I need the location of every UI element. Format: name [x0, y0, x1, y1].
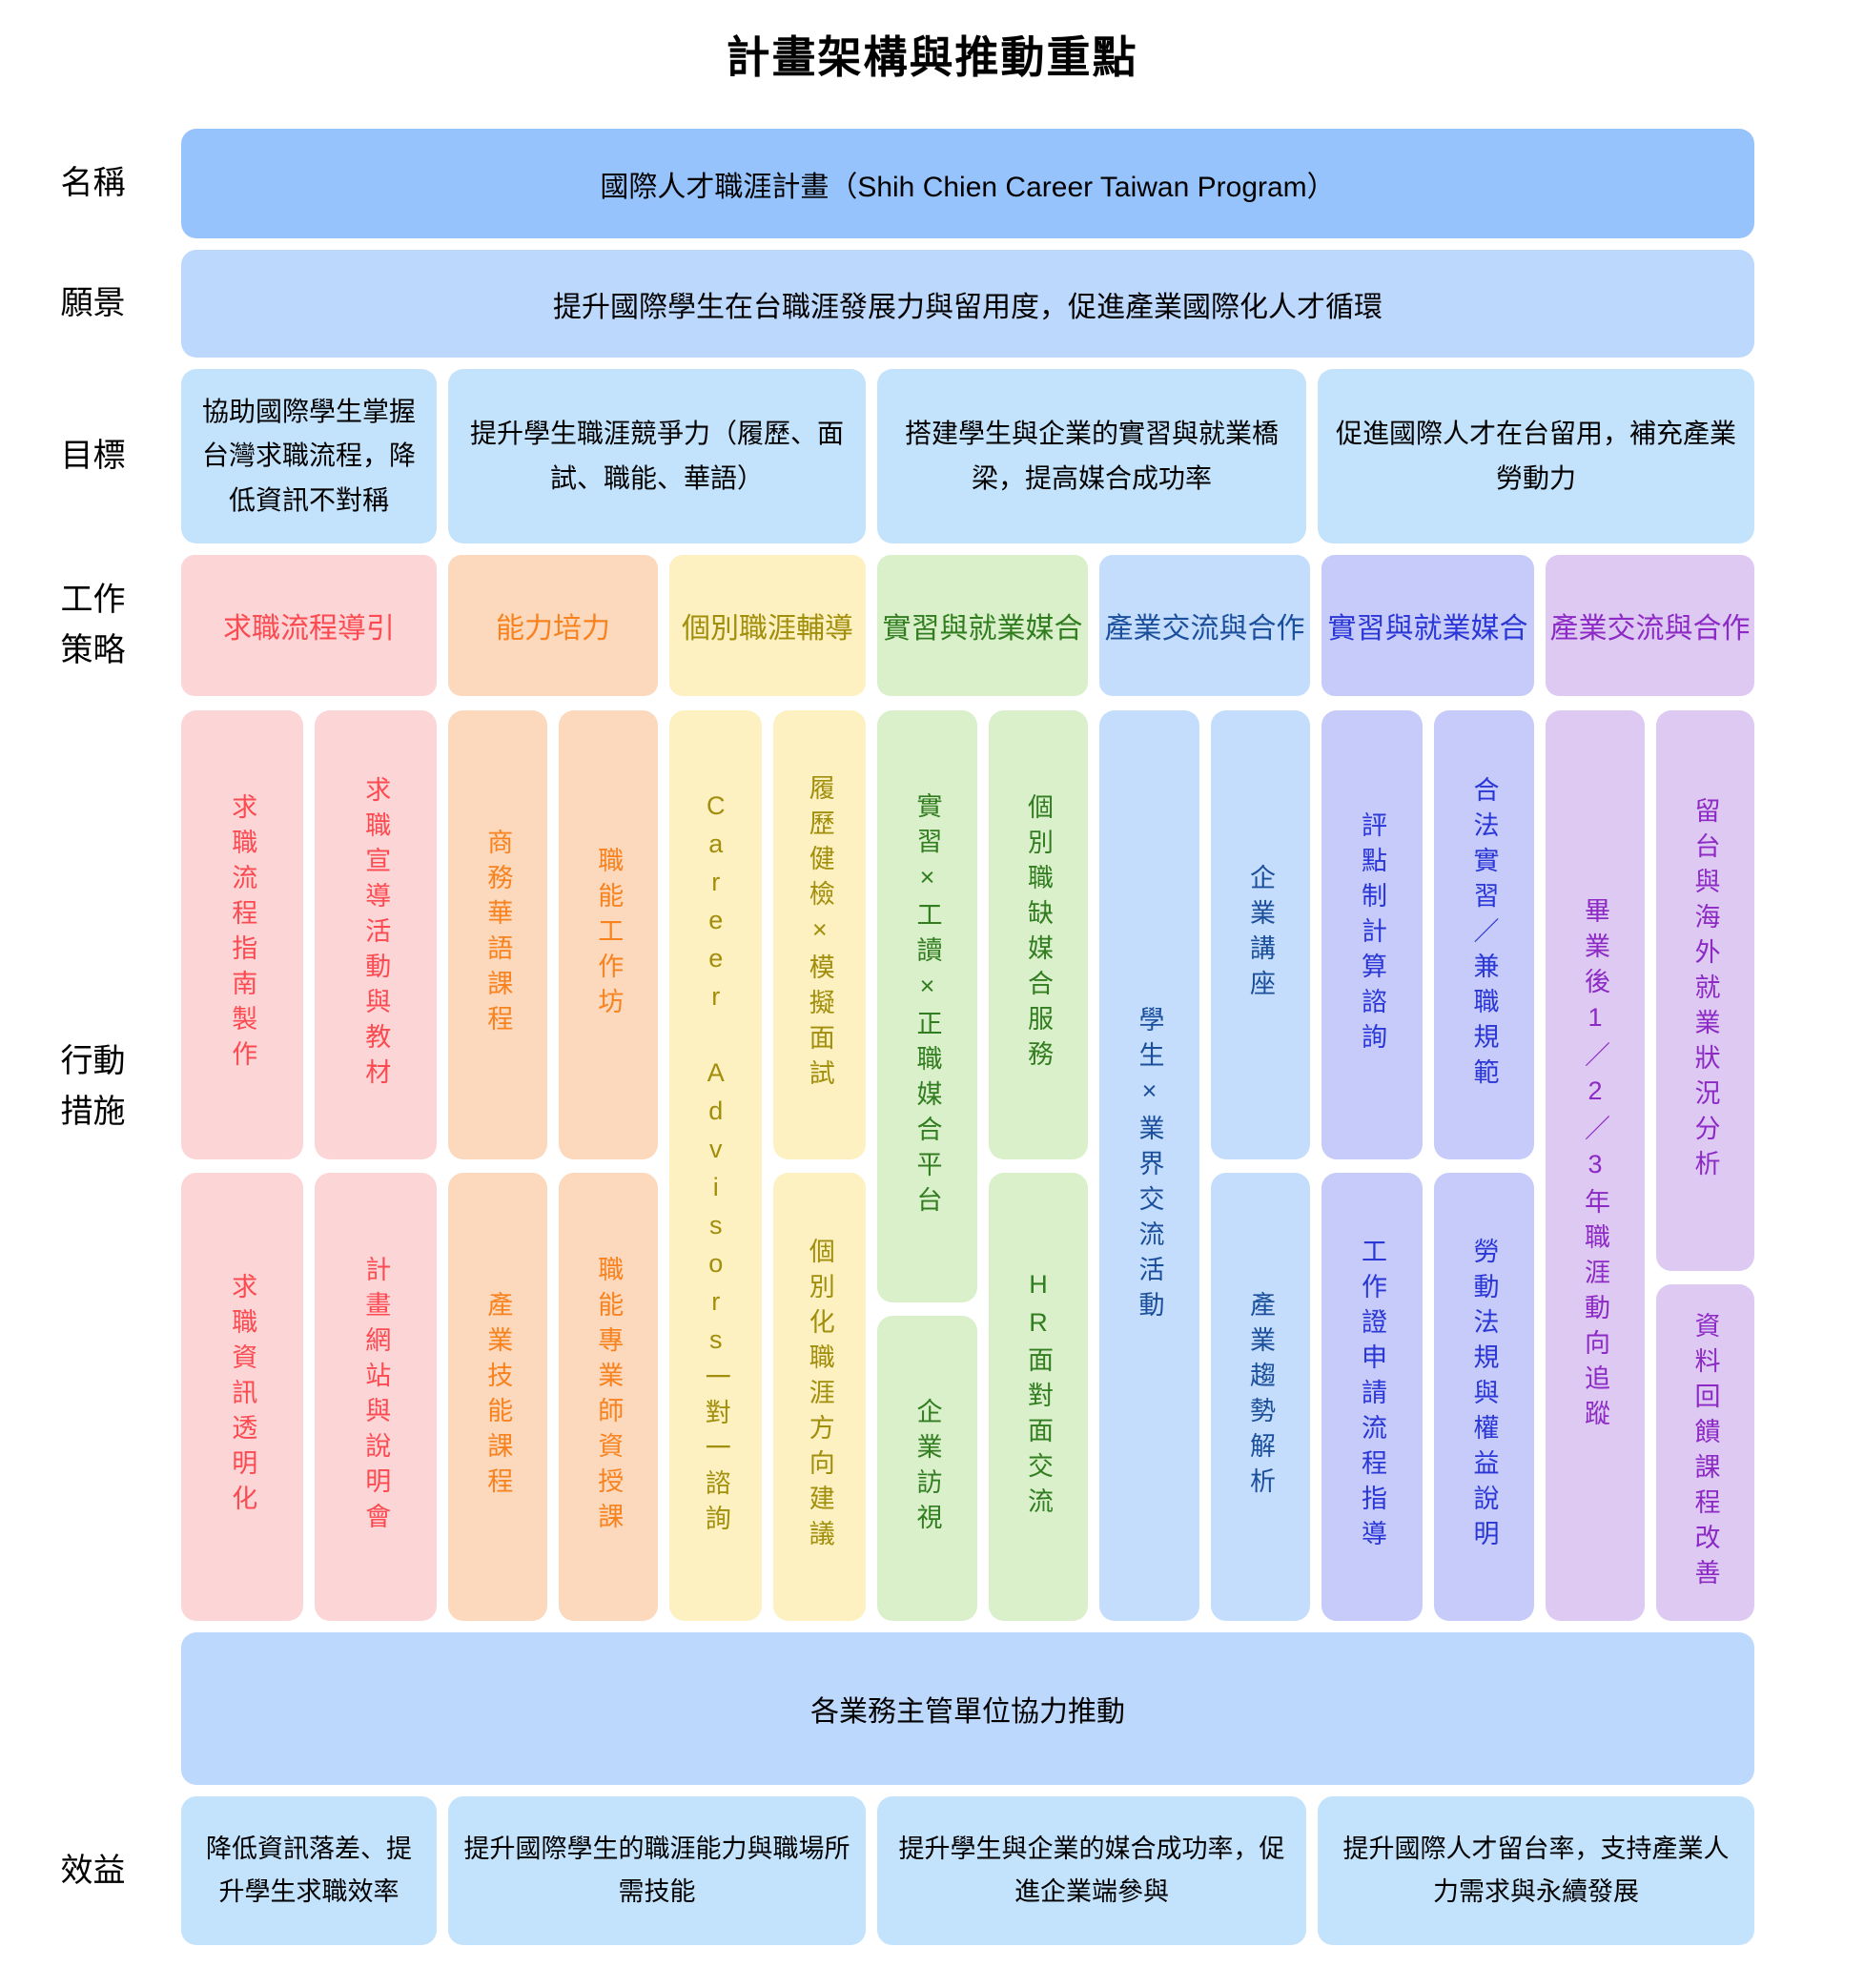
- goal-box: 提升學生職涯競爭力（履歷、面試、職能、華語）: [448, 369, 866, 543]
- action-cell: 勞動法規與權益說明: [1433, 1172, 1534, 1621]
- action-group-green: 實習×工讀×正職媒合平台 企業訪視 個別職缺媒合服務 HR面對面交流: [877, 710, 1088, 1621]
- action-cell: 職能專業師資授課: [559, 1172, 658, 1621]
- action-column: 商務華語課程 產業技能課程: [448, 710, 547, 1621]
- action-cell: 計畫網站與說明會: [315, 1172, 437, 1621]
- coordination-bar: 各業務主管單位協力推動: [181, 1632, 1754, 1785]
- action-cell: 留台與海外就業狀況分析: [1655, 710, 1754, 1272]
- strategy-box: 能力培力: [448, 555, 658, 696]
- action-cell: 畢業後1／2／3年職涯動向追蹤: [1546, 710, 1645, 1621]
- action-column: 實習×工讀×正職媒合平台 企業訪視: [877, 710, 977, 1621]
- strategy-box: 實習與就業媒合: [1321, 555, 1534, 696]
- action-cell: 求職宣導活動與教材: [315, 710, 437, 1159]
- row-label-name: 名稱: [60, 165, 126, 202]
- strategy-box: 個別職涯輔導: [669, 555, 866, 696]
- benefit-box: 提升學生與企業的媒合成功率，促進企業端參與: [877, 1796, 1306, 1945]
- action-cell: 產業趨勢解析: [1210, 1172, 1310, 1621]
- action-cell: 評點制計算諮詢: [1321, 710, 1423, 1159]
- action-column: 履歷健檢×模擬面試 個別化職涯方向建議: [773, 710, 866, 1621]
- strategy-box: 求職流程導引: [181, 555, 437, 696]
- row-label-goals: 目標: [60, 438, 126, 475]
- coordination-text: 各業務主管單位協力推動: [810, 1696, 1125, 1728]
- vision-text: 提升國際學生在台職涯發展力與留用度，促進產業國際化人才循環: [553, 291, 1383, 323]
- action-cell: 履歷健檢×模擬面試: [773, 710, 866, 1159]
- action-column: 評點制計算諮詢 工作證申請流程指導: [1321, 710, 1423, 1621]
- action-cell: 個別化職涯方向建議: [773, 1172, 866, 1621]
- action-group-lightblue: 學生×業界交流活動 企業講座 產業趨勢解析: [1099, 710, 1310, 1621]
- action-group-periwinkle: 評點制計算諮詢 工作證申請流程指導 合法實習／兼職規範 勞動法規與權益說明: [1321, 710, 1534, 1621]
- row-label-benefits: 效益: [60, 1852, 126, 1889]
- page-title: 計畫架構與推動重點: [726, 32, 1138, 82]
- program-name-bar: 國際人才職涯計畫（Shih Chien Career Taiwan Progra…: [181, 129, 1754, 238]
- action-cell: 學生×業界交流活動: [1099, 710, 1199, 1621]
- benefit-box: 提升國際學生的職涯能力與職場所需技能: [448, 1796, 866, 1945]
- benefits-row: 降低資訊落差、提升學生求職效率 提升國際學生的職涯能力與職場所需技能 提升學生與…: [181, 1796, 1754, 1945]
- action-column: Career Advisors一對一諮詢: [669, 710, 762, 1621]
- vision-bar: 提升國際學生在台職涯發展力與留用度，促進產業國際化人才循環: [181, 250, 1754, 358]
- row-label-actions: 行動 措施: [60, 1043, 126, 1130]
- action-column: 合法實習／兼職規範 勞動法規與權益說明: [1433, 710, 1534, 1621]
- action-cell: 資料回饋課程改善: [1655, 1284, 1754, 1621]
- action-column: 留台與海外就業狀況分析 資料回饋課程改善: [1655, 710, 1754, 1621]
- action-group-purple: 畢業後1／2／3年職涯動向追蹤 留台與海外就業狀況分析 資料回饋課程改善: [1546, 710, 1754, 1621]
- benefit-box: 降低資訊落差、提升學生求職效率: [181, 1796, 437, 1945]
- action-group-red: 求職流程指南製作 求職資訊透明化 求職宣導活動與教材 計畫網站與說明會: [181, 710, 437, 1621]
- action-cell: 合法實習／兼職規範: [1433, 710, 1534, 1159]
- strategy-box: 產業交流與合作: [1546, 555, 1754, 696]
- action-column: 求職宣導活動與教材 計畫網站與說明會: [315, 710, 437, 1621]
- action-cell: 企業訪視: [877, 1316, 977, 1621]
- action-cell: 個別職缺媒合服務: [988, 710, 1088, 1159]
- action-column: 求職流程指南製作 求職資訊透明化: [181, 710, 303, 1621]
- benefit-box: 提升國際人才留台率，支持產業人力需求與永續發展: [1318, 1796, 1754, 1945]
- action-group-orange: 商務華語課程 產業技能課程 職能工作坊 職能專業師資授課: [448, 710, 658, 1621]
- action-cell: 商務華語課程: [448, 710, 547, 1159]
- strategies-row: 求職流程導引 能力培力 個別職涯輔導 實習與就業媒合 產業交流與合作 實習與就業…: [181, 555, 1754, 696]
- action-cell: 企業講座: [1210, 710, 1310, 1159]
- goals-row: 協助國際學生掌握台灣求職流程，降低資訊不對稱 提升學生職涯競爭力（履歷、面試、職…: [181, 369, 1754, 543]
- action-cell: Career Advisors一對一諮詢: [669, 710, 762, 1621]
- strategy-box: 產業交流與合作: [1099, 555, 1310, 696]
- action-cell: 實習×工讀×正職媒合平台: [877, 710, 977, 1303]
- action-cell: 產業技能課程: [448, 1172, 547, 1621]
- action-cell: 求職流程指南製作: [181, 710, 303, 1159]
- action-column: 職能工作坊 職能專業師資授課: [559, 710, 658, 1621]
- action-group-yellow: Career Advisors一對一諮詢 履歷健檢×模擬面試 個別化職涯方向建議: [669, 710, 866, 1621]
- action-column: 畢業後1／2／3年職涯動向追蹤: [1546, 710, 1645, 1621]
- goal-box: 促進國際人才在台留用，補充產業勞動力: [1318, 369, 1754, 543]
- goal-box: 搭建學生與企業的實習與就業橋梁，提高媒合成功率: [877, 369, 1306, 543]
- row-label-vision: 願景: [60, 285, 126, 322]
- goal-box: 協助國際學生掌握台灣求職流程，降低資訊不對稱: [181, 369, 437, 543]
- strategy-box: 實習與就業媒合: [877, 555, 1088, 696]
- action-column: 企業講座 產業趨勢解析: [1210, 710, 1310, 1621]
- actions-row: 求職流程指南製作 求職資訊透明化 求職宣導活動與教材 計畫網站與說明會 商務華語…: [181, 710, 1754, 1621]
- action-column: 個別職缺媒合服務 HR面對面交流: [988, 710, 1088, 1621]
- action-cell: 工作證申請流程指導: [1321, 1172, 1423, 1621]
- action-cell: 求職資訊透明化: [181, 1172, 303, 1621]
- program-name-text: 國際人才職涯計畫（Shih Chien Career Taiwan Progra…: [600, 171, 1336, 203]
- row-label-strategies: 工作 策略: [60, 582, 126, 668]
- action-cell: HR面對面交流: [988, 1172, 1088, 1621]
- action-column: 學生×業界交流活動: [1099, 710, 1199, 1621]
- action-cell: 職能工作坊: [559, 710, 658, 1159]
